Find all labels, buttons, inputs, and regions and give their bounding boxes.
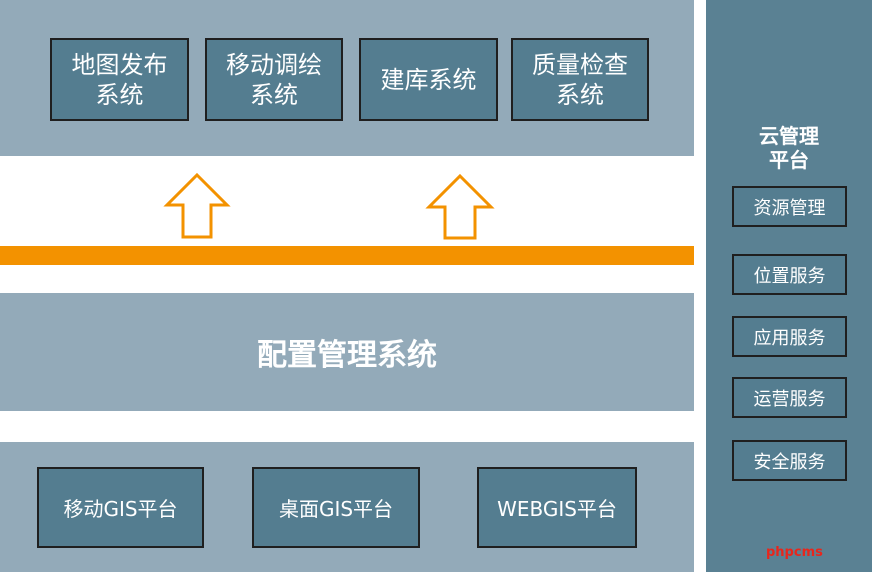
cloud-platform-title-line2: 平台 bbox=[769, 148, 809, 172]
cloud-platform-title: 云管理 平台 bbox=[706, 124, 872, 172]
security-service-box: 安全服务 bbox=[732, 440, 847, 481]
mobile-survey-system-line2: 系统 bbox=[250, 80, 298, 109]
mobile-survey-system-line1: 移动调绘 bbox=[226, 50, 322, 79]
quality-check-system-line2: 系统 bbox=[556, 80, 604, 109]
database-build-system-box: 建库系统 bbox=[359, 38, 498, 121]
application-service-box: 应用服务 bbox=[732, 316, 847, 357]
mobile-survey-system-box: 移动调绘 系统 bbox=[205, 38, 343, 121]
orange-divider-bar bbox=[0, 246, 694, 265]
resource-management-box: 资源管理 bbox=[732, 186, 847, 227]
cloud-platform-title-line1: 云管理 bbox=[759, 124, 819, 148]
map-publish-system-line1: 地图发布 bbox=[71, 50, 168, 79]
quality-check-system-line1: 质量检查 bbox=[532, 50, 628, 79]
up-arrow-icon bbox=[163, 172, 231, 239]
map-publish-system-box: 地图发布 系统 bbox=[50, 38, 189, 121]
database-build-system-line1: 建库系统 bbox=[380, 65, 477, 94]
desktop-gis-platform-box: 桌面GIS平台 bbox=[252, 467, 420, 548]
location-service-box: 位置服务 bbox=[732, 254, 847, 295]
operation-service-box: 运营服务 bbox=[732, 377, 847, 418]
quality-check-system-box: 质量检查 系统 bbox=[511, 38, 649, 121]
config-management-system-label: 配置管理系统 bbox=[257, 338, 437, 373]
phpcms-watermark: phpcms bbox=[766, 545, 823, 560]
mobile-gis-platform-box: 移动GIS平台 bbox=[37, 467, 204, 548]
map-publish-system-line2: 系统 bbox=[95, 80, 144, 109]
up-arrow-icon bbox=[425, 173, 495, 240]
webgis-platform-box: WEBGIS平台 bbox=[477, 467, 637, 548]
config-band bbox=[0, 293, 694, 411]
